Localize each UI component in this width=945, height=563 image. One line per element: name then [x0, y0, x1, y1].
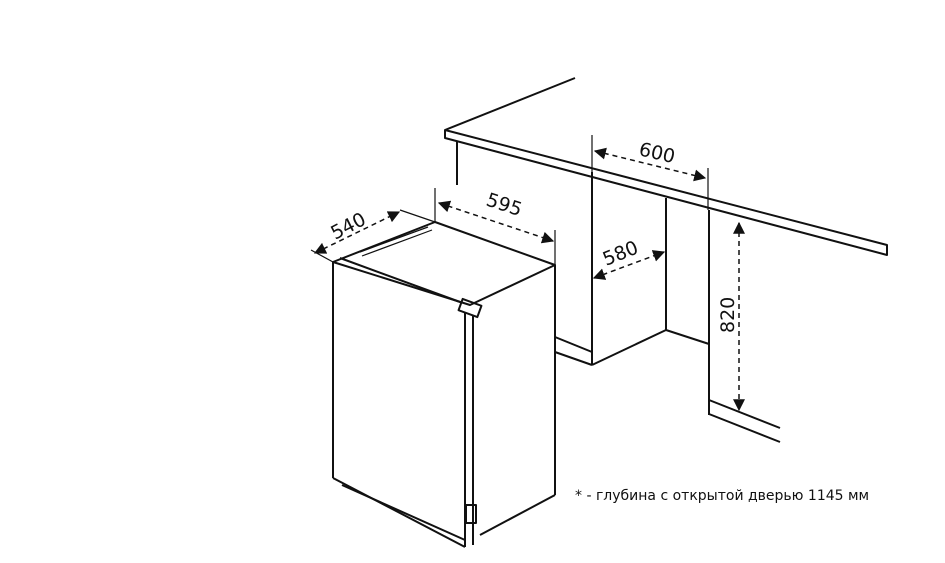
dim-540: 540 — [327, 208, 369, 244]
dim-820: 820 — [717, 297, 739, 333]
footnote: * - глубина с открытой дверью 1145 мм — [575, 488, 870, 504]
dimension-lines — [310, 135, 745, 412]
cabinet-niche — [554, 172, 781, 443]
fridge — [332, 221, 556, 548]
dim-600: 600 — [637, 138, 677, 168]
dim-595: 595 — [483, 189, 524, 221]
dim-580: 580 — [600, 237, 642, 271]
countertop — [444, 77, 888, 256]
